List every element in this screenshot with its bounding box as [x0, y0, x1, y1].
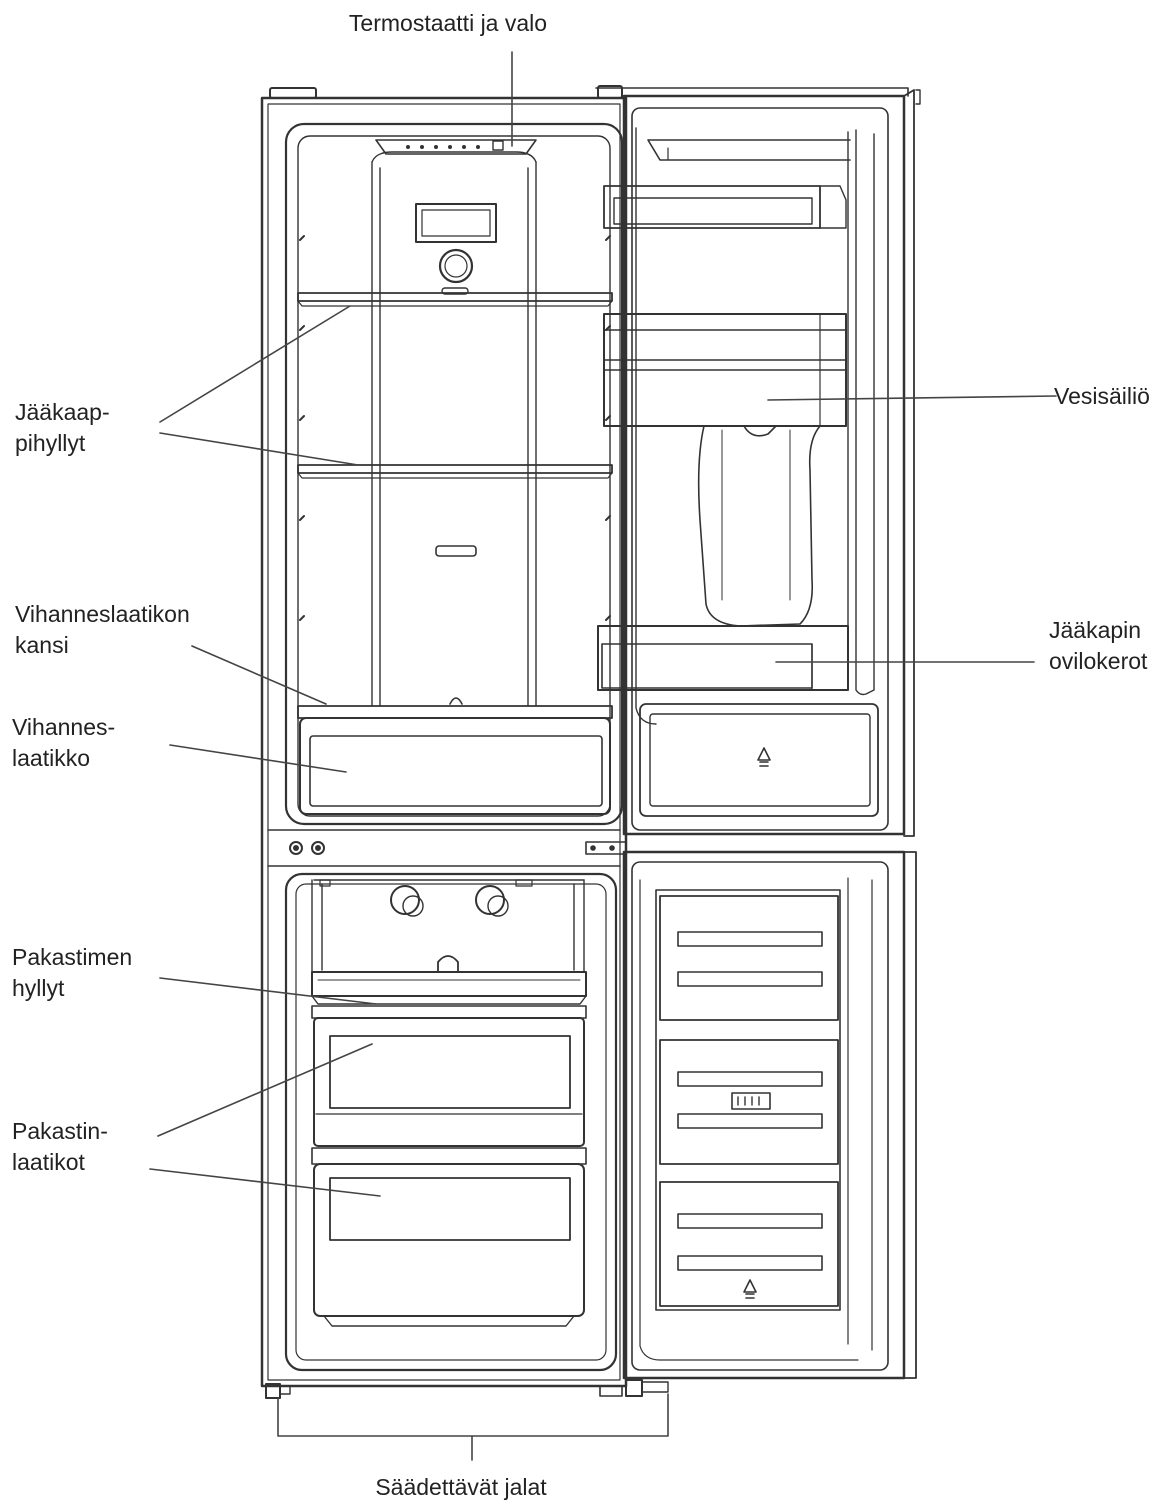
- thermostat-knob-icon: [438, 248, 474, 284]
- adjustable-feet: [261, 1379, 669, 1399]
- fan-icon: [390, 885, 509, 917]
- label-water-tank: Vesisäiliö: [1054, 383, 1150, 409]
- display-icon: [731, 1092, 771, 1110]
- label-thermostat: Termostaatti ja valo: [348, 10, 548, 36]
- leader-lines: [149, 51, 1057, 1461]
- leader-water-tank: [767, 395, 1057, 401]
- freezer-compartment: [284, 872, 618, 1372]
- logo-icon: [757, 747, 771, 767]
- leader-crisper: [169, 744, 347, 773]
- label-door-bins: Jääkapin ovilokerot: [1049, 617, 1148, 674]
- leader-freezer-drawer-1: [157, 1043, 373, 1137]
- freezer-door: [622, 850, 917, 1380]
- thermostat-dots-icon: [406, 145, 480, 149]
- leader-freezer-shelf: [159, 977, 377, 1005]
- fridge-compartment: [284, 122, 624, 826]
- label-crisper: Vihannes- laatikko: [12, 714, 116, 771]
- fridge-shelves: [297, 292, 613, 479]
- fridge-door: [595, 87, 921, 837]
- label-adjustable-feet: Säädettävät jalat: [375, 1474, 547, 1500]
- leader-freezer-drawer-2: [149, 1168, 381, 1197]
- compartment-divider: [267, 829, 627, 867]
- crisper: [297, 705, 613, 815]
- label-freezer-drawers: Pakastin- laatikot: [12, 1118, 108, 1175]
- label-fridge-shelves: Jääkaap- pihyllyt: [15, 399, 110, 456]
- leader-fridge-shelf-2: [159, 432, 359, 466]
- label-crisper-cover: Vihanneslaatikon kansi: [15, 601, 190, 658]
- leader-feet: [277, 1393, 669, 1461]
- leader-fridge-shelf-1: [159, 305, 351, 423]
- leader-crisper-cover: [191, 645, 327, 705]
- logo-icon: [743, 1279, 757, 1299]
- label-freezer-shelves: Pakastimen hyllyt: [12, 944, 133, 1001]
